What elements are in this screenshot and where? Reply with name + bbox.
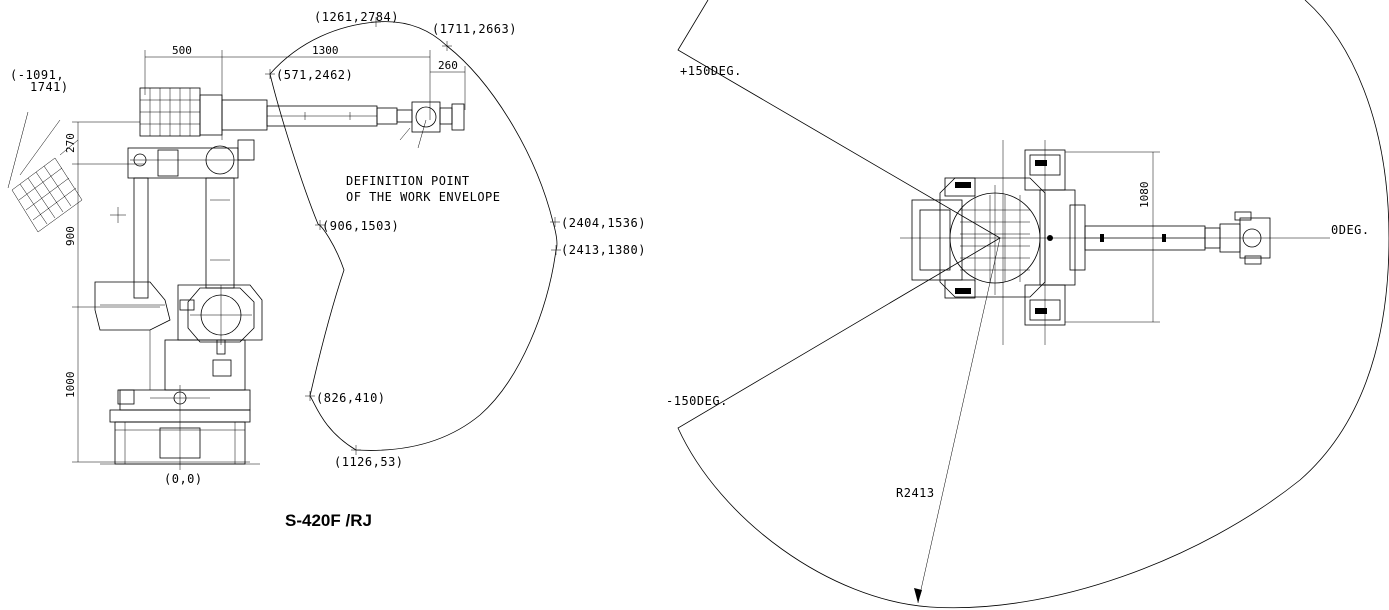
label-plus150: +150DEG. bbox=[680, 64, 742, 78]
label-minus150: -150DEG. bbox=[666, 394, 728, 408]
top-view: +150DEG. -150DEG. 0DEG. 1080 R2413 bbox=[666, 0, 1389, 609]
side-dimension-lines bbox=[19, 50, 466, 463]
top-work-envelope bbox=[677, 0, 1389, 609]
definition-point-line2: OF THE WORK ENVELOPE bbox=[346, 190, 501, 204]
upper-arm bbox=[139, 87, 465, 141]
definition-point-line1: DEFINITION POINT bbox=[346, 174, 470, 188]
coord-571-2462: (571,2462) bbox=[276, 68, 353, 82]
top-center-lines bbox=[900, 140, 1330, 345]
dim-260: 260 bbox=[438, 59, 458, 72]
robot-body bbox=[94, 281, 263, 411]
coord-1711-2663: (1711,2663) bbox=[432, 22, 517, 36]
dim-270: 270 bbox=[64, 133, 77, 153]
lower-arm bbox=[127, 139, 255, 299]
definition-leader bbox=[417, 119, 427, 149]
tilted-tool bbox=[7, 111, 83, 233]
coord-2404-1536: (2404,1536) bbox=[561, 216, 646, 230]
label-zero-deg: 0DEG. bbox=[1331, 223, 1370, 237]
coord-neg1091-line1: (-1091, bbox=[10, 68, 64, 82]
dim-1300: 1300 bbox=[312, 44, 339, 57]
coord-neg1091-line2: 1741) bbox=[30, 80, 69, 94]
coord-826-410: (826,410) bbox=[316, 391, 386, 405]
side-view: (1261,2784) (1711,2663) (571,2462) (-109… bbox=[7, 10, 646, 530]
coord-origin: (0,0) bbox=[164, 472, 203, 486]
coord-1126-53: (1126,53) bbox=[334, 455, 404, 469]
side-work-envelope bbox=[269, 21, 558, 451]
coord-2413-1380: (2413,1380) bbox=[561, 243, 646, 257]
top-robot-body bbox=[911, 149, 1271, 326]
radius-label: R2413 bbox=[896, 486, 935, 500]
model-label: S-420F /RJ bbox=[285, 511, 372, 530]
side-center-lines bbox=[130, 159, 252, 470]
dim-500: 500 bbox=[172, 44, 192, 57]
radius-arrow bbox=[914, 588, 922, 603]
coord-1261-2784: (1261,2784) bbox=[314, 10, 399, 24]
coord-906-1503: (906,1503) bbox=[322, 219, 399, 233]
envelope-point-markers bbox=[110, 17, 561, 455]
dim-1080: 1080 bbox=[1138, 182, 1151, 209]
radius-line bbox=[917, 237, 1001, 604]
dim-1000: 1000 bbox=[64, 372, 77, 399]
dim-900: 900 bbox=[64, 226, 77, 246]
